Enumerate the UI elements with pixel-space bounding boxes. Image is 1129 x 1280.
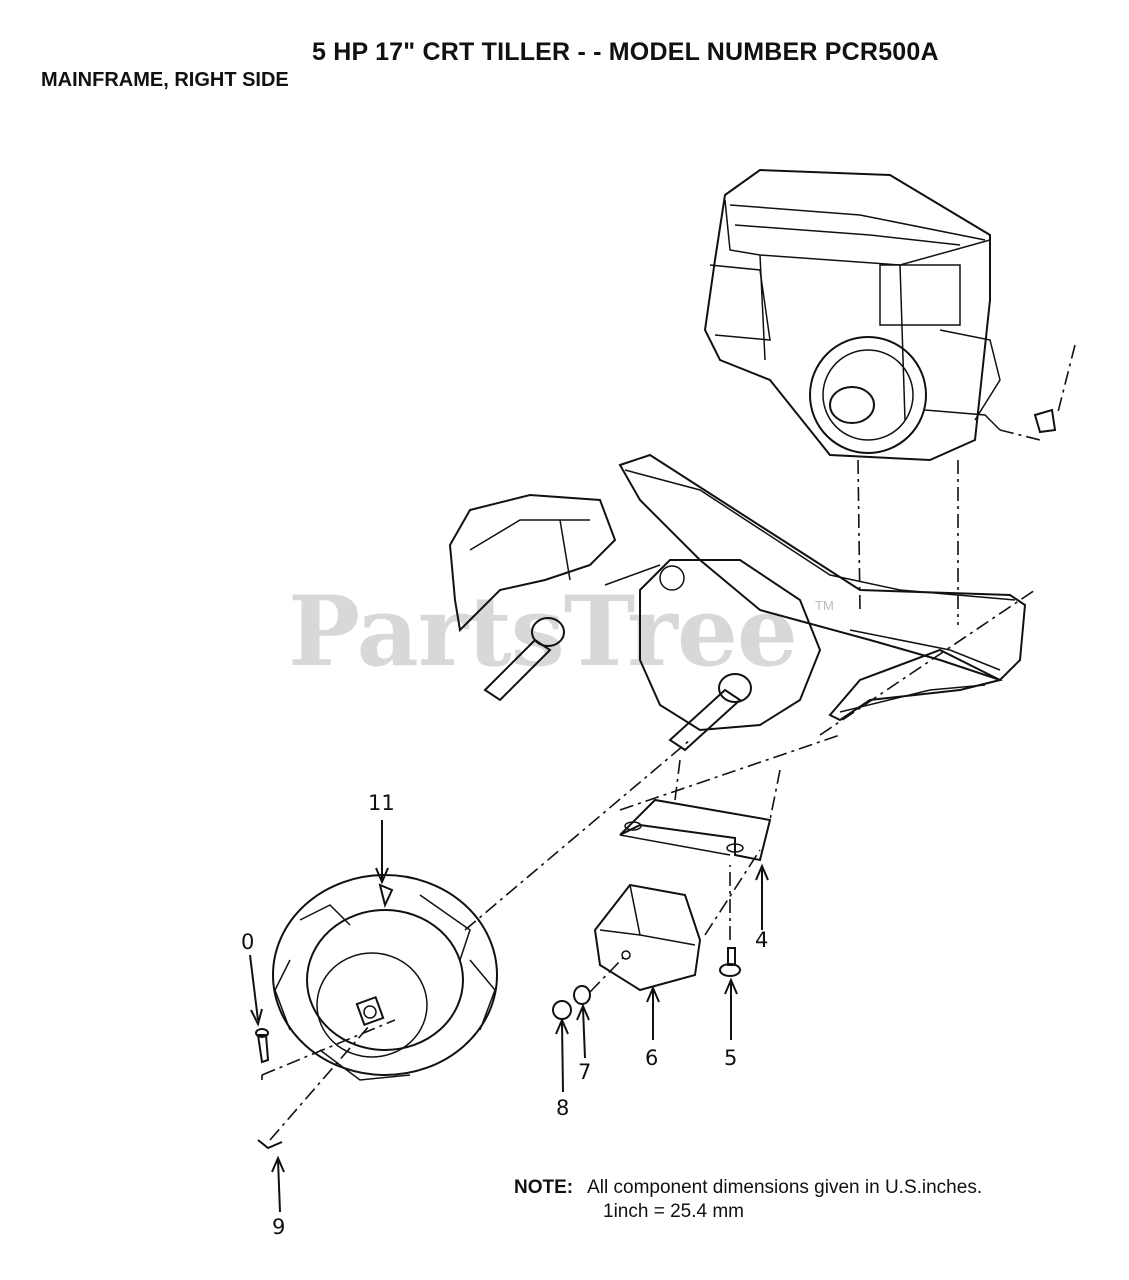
diagram-title: 5 HP 17" CRT TILLER - - MODEL NUMBER PCR…: [312, 38, 939, 66]
engine-drawing: [703, 168, 1076, 625]
weight-block-drawing: [593, 883, 702, 992]
note-text: All component dimensions given in U.S.in…: [587, 1177, 983, 1198]
callout-9: 9: [272, 1215, 286, 1239]
dimensions-note: NOTE: All component dimensions given in U…: [514, 1177, 982, 1199]
diagram-subtitle: MAINFRAME, RIGHT SIDE: [41, 69, 289, 91]
callout-5: 5: [724, 1046, 738, 1070]
callout-7: 7: [578, 1060, 592, 1084]
pin-drawing: [255, 1028, 283, 1150]
bracket-drawing: [619, 759, 781, 862]
callout-0: 0: [241, 930, 255, 954]
note-label: NOTE:: [514, 1177, 574, 1198]
leader-arrows: [249, 820, 769, 1213]
mainframe-drawing: [448, 453, 1027, 752]
callout-11: 11: [368, 791, 395, 815]
callout-8: 8: [556, 1096, 570, 1120]
wheel-drawing: [272, 874, 498, 1081]
callout-6: 6: [645, 1046, 659, 1070]
callout-4: 4: [755, 928, 769, 952]
conversion-note: 1inch = 25.4 mm: [603, 1201, 744, 1222]
watermark-trademark: TM: [815, 598, 834, 613]
watermark: PartsTree: [288, 575, 798, 688]
